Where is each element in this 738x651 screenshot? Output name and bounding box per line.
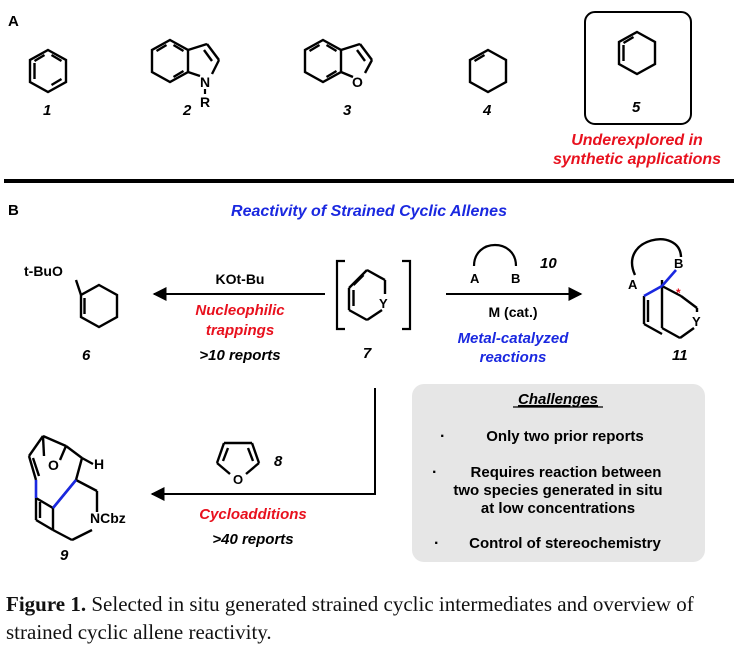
compound-11-y: Y	[692, 314, 701, 329]
compound-4-cyclohexyne	[468, 48, 508, 94]
compound-7-y: Y	[379, 296, 388, 311]
challenge-2-line1: Requires reaction between	[471, 464, 662, 481]
reagent-10-a: A	[470, 271, 480, 286]
reagent-10-b: B	[511, 271, 520, 286]
nucleophilic-label-line1: Nucleophilic	[195, 302, 285, 319]
figure-caption-text: Selected in situ generated strained cycl…	[6, 592, 694, 644]
compound-1-number: 1	[43, 102, 51, 119]
compound-7-brackets	[335, 259, 412, 331]
challenges-title: Challenges	[518, 391, 598, 408]
compound-11-number: 11	[672, 347, 688, 364]
compound-7-number: 7	[363, 345, 372, 362]
compound-1-benzyne	[28, 48, 68, 94]
compound-9-h: H	[94, 456, 104, 472]
panel-a-label: A	[8, 13, 19, 30]
compound-2-indolyne	[150, 38, 221, 84]
compound-6-number: 6	[82, 347, 91, 364]
compound-2-r: R	[200, 94, 210, 110]
compound-3-o: O	[352, 74, 363, 90]
compound-3-benzofuranyne	[303, 38, 374, 84]
underexplored-note-line2: synthetic applications	[553, 151, 721, 168]
nucleophilic-count: >10 reports	[199, 347, 280, 364]
underexplored-note-line1: Underexplored in	[571, 132, 703, 149]
compound-7-cyclic-allene	[347, 268, 387, 322]
reagent-10-number: 10	[540, 255, 557, 272]
compound-6-tbuo: t-BuO	[24, 263, 63, 279]
challenge-1-line1: Only two prior reports	[486, 428, 644, 445]
panel-b-title: Reactivity of Strained Cyclic Allenes	[231, 203, 507, 220]
compound-3-number: 3	[343, 102, 352, 119]
figure-caption-label: Figure 1.	[6, 592, 87, 616]
furan-8	[215, 441, 261, 475]
furan-8-number: 8	[274, 453, 283, 470]
compound-11-blue-bonds	[643, 269, 677, 298]
compound-4-number: 4	[482, 102, 492, 119]
cycloadditions-count: >40 reports	[212, 531, 293, 548]
challenge-2-line2: two species generated in situ	[453, 482, 662, 499]
metal-catalyzed-label-line2: reactions	[480, 349, 547, 366]
compound-11-product	[631, 238, 699, 340]
figure-caption: Figure 1. Selected in situ generated str…	[6, 590, 734, 646]
compound-9-cycloadduct	[27, 434, 99, 542]
challenge-2-line3: at low concentrations	[481, 500, 635, 517]
compound-6-enol-ether	[74, 279, 119, 329]
compound-9-o: O	[48, 457, 59, 473]
nucleophilic-label-line2: trappings	[206, 322, 274, 339]
kotbu-reagent: KOt-Bu	[216, 271, 265, 287]
challenge-3-line1: Control of stereochemistry	[469, 535, 661, 552]
challenge-1-bullet: ·	[440, 428, 445, 445]
metal-catalyst: M (cat.)	[489, 304, 538, 320]
challenge-2-bullet: ·	[432, 464, 437, 481]
cycloadditions-label: Cycloadditions	[199, 506, 307, 523]
compound-11-a: A	[628, 277, 638, 292]
challenges-box	[412, 384, 705, 562]
cycloaddition-arrow	[150, 388, 376, 501]
compound-9-ncbz: NCbz	[90, 510, 126, 526]
compound-11-stereocenter: *	[676, 286, 681, 300]
furan-8-o: O	[233, 472, 243, 487]
compound-5-box	[584, 11, 692, 125]
compound-9-number: 9	[60, 547, 69, 564]
compound-9-blue-bonds	[34, 479, 78, 509]
panel-divider	[4, 179, 734, 183]
compound-5-cyclic-allene	[617, 30, 657, 76]
compound-11-b: B	[674, 256, 683, 271]
panel-b-label: B	[8, 202, 19, 219]
compound-2-n: N	[200, 74, 210, 90]
metal-catalyzed-label-line1: Metal-catalyzed	[458, 330, 570, 347]
compound-2-number: 2	[182, 102, 192, 119]
challenge-3-bullet: ·	[434, 535, 439, 552]
reagent-10-tether	[472, 243, 518, 267]
compound-5-number: 5	[632, 99, 641, 116]
